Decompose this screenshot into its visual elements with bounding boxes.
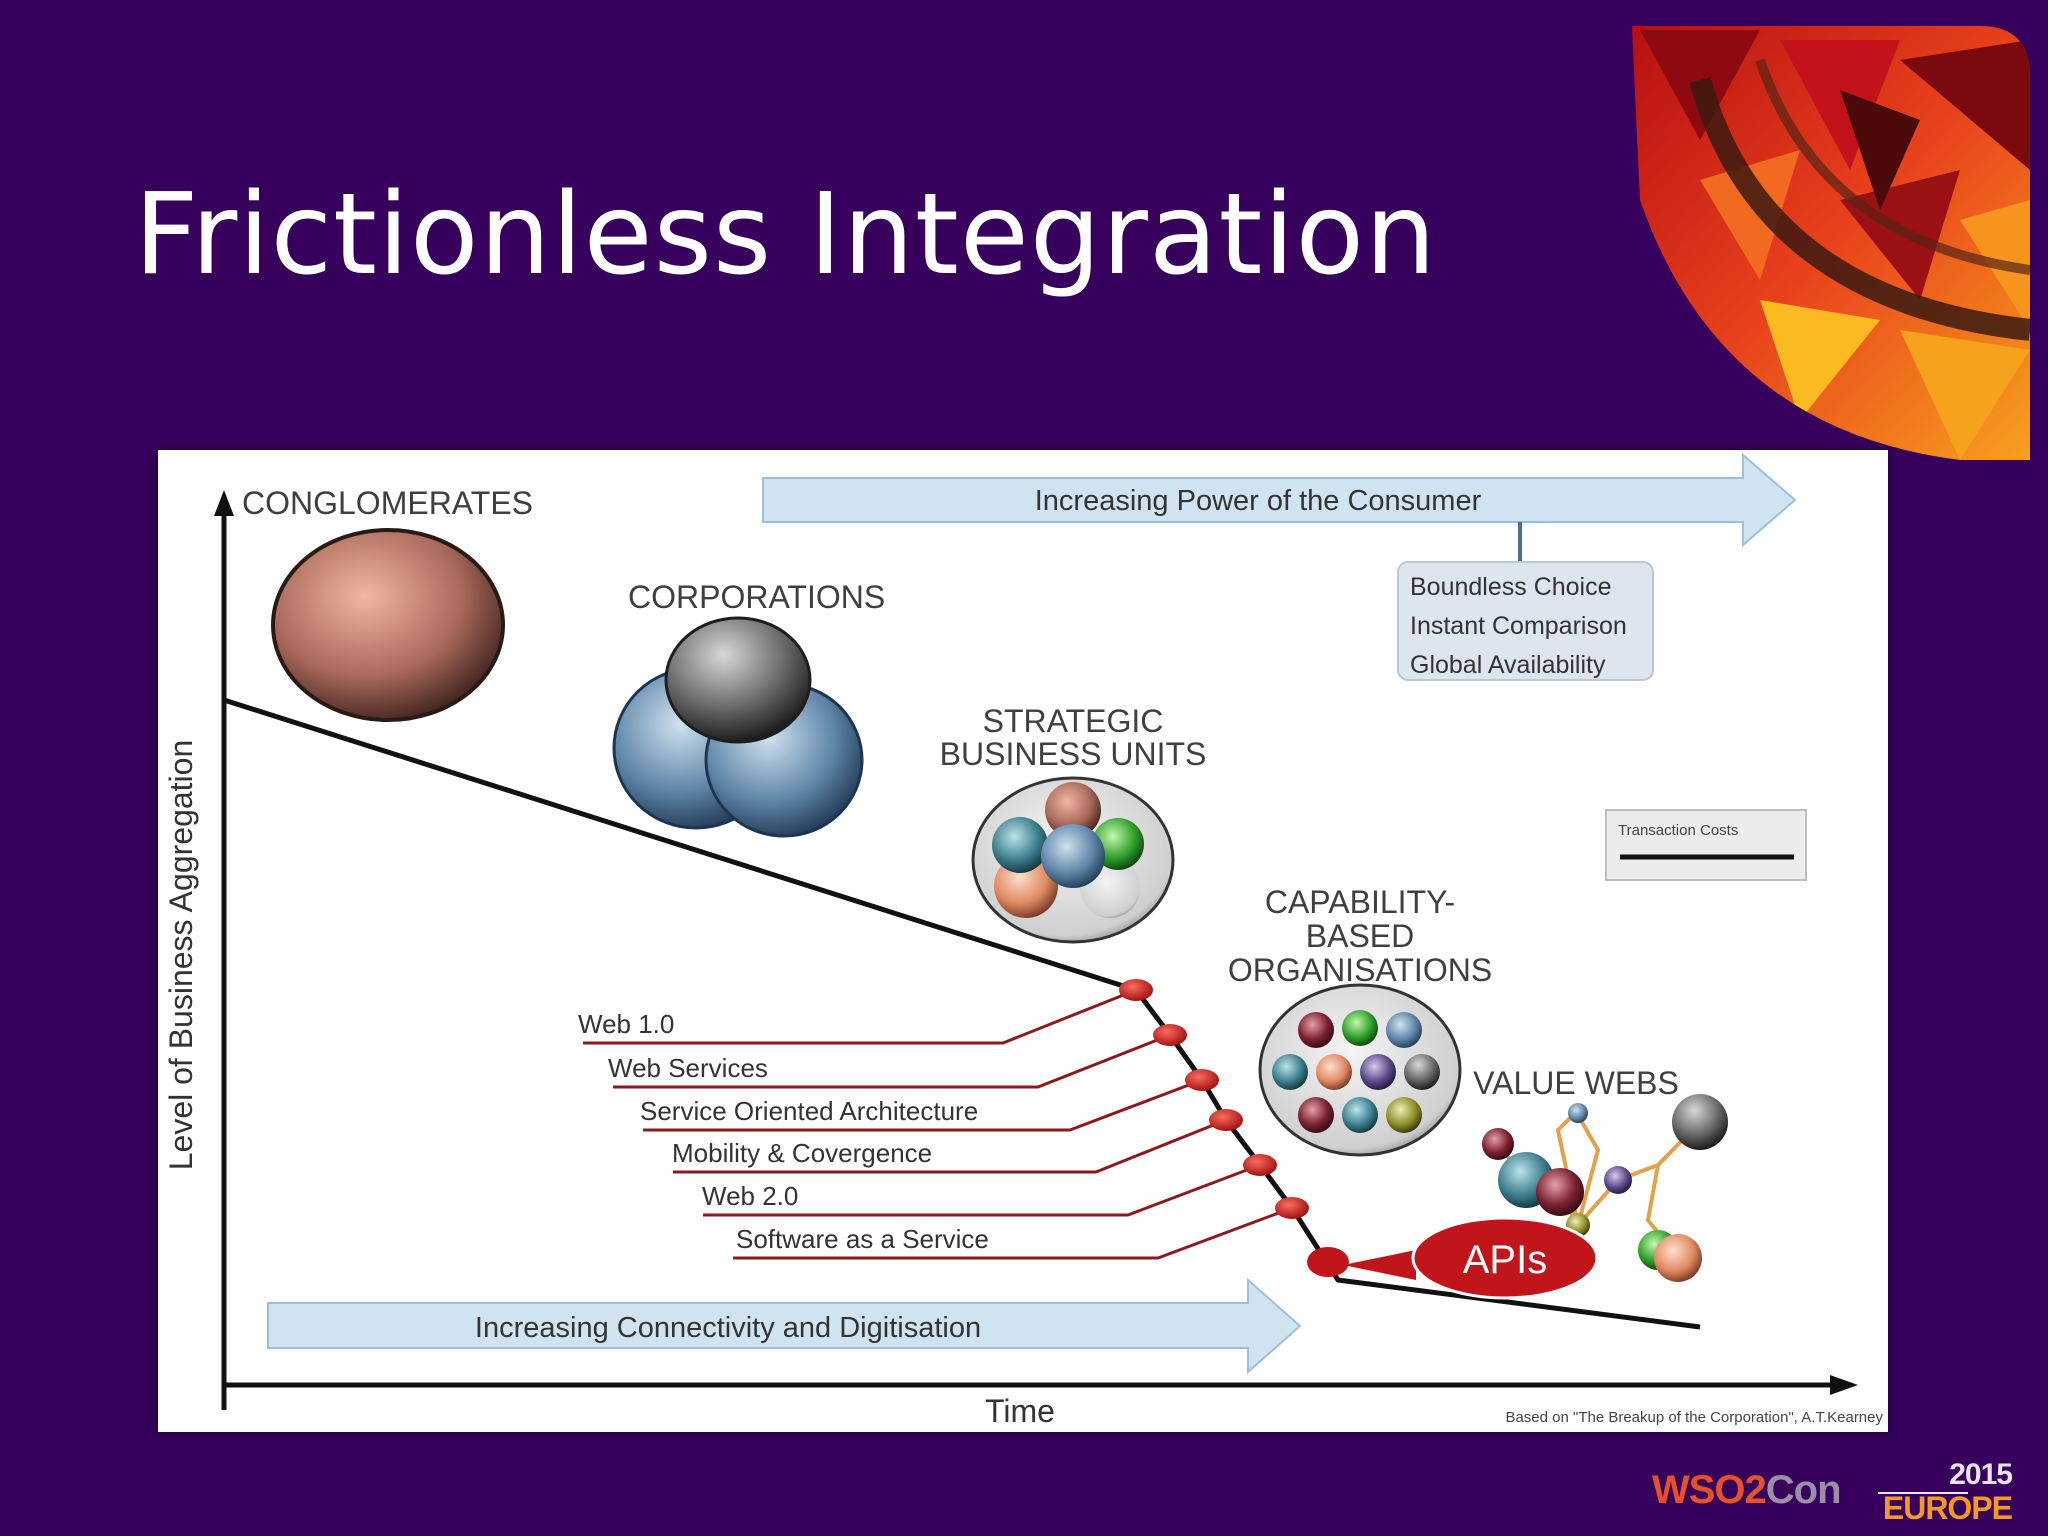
business-units-bowl [971,776,1175,944]
stage-label-conglomerates: CONGLOMERATES [242,485,533,521]
stage-label-based: BASED [1306,918,1414,954]
axes [214,490,1858,1410]
stage-label-corporations: CORPORATIONS [628,579,885,615]
y-axis-label: Level of Business Aggregation [163,740,199,1171]
consumer-benefits-box: Boundless Choice Instant Comparison Glob… [1397,561,1654,681]
consumer-power-arrow: Increasing Power of the Consumer [762,452,1797,562]
event-logo: WSO2Con 2015 EUROPE [1628,1446,2048,1536]
stage-label-organisations: ORGANISATIONS [1228,952,1492,988]
stage-label-strategic: STRATEGIC [983,703,1164,739]
capability-organisations-bowl [1258,983,1462,1157]
apis-callout: APIs [1343,1216,1599,1300]
technology-leader-lines [583,988,1293,1260]
technology-label: Service Oriented Architecture [640,1096,978,1126]
corporations-spheres [612,616,864,838]
stage-label-capability: CAPABILITY- [1265,884,1455,920]
logo-year: 2015 [1949,1458,2013,1491]
source-note: Based on "The Breakup of the Corporation… [1505,1409,1883,1426]
stage-label-value-webs: VALUE WEBS [1473,1065,1679,1101]
connectivity-arrow-label: Increasing Connectivity and Digitisation [475,1312,981,1344]
connectivity-arrow: Increasing Connectivity and Digitisation [267,1277,1302,1375]
consumer-benefit: Instant Comparison [1410,612,1627,640]
technology-label: Web 1.0 [578,1009,674,1039]
consumer-power-arrow-label: Increasing Power of the Consumer [1035,485,1482,517]
technology-label: Web 2.0 [702,1181,798,1211]
consumer-benefit: Global Availability [1410,651,1606,679]
technology-label: Software as a Service [736,1224,989,1254]
legend-label: Transaction Costs [1618,822,1738,839]
logo-region: EUROPE [1882,1490,2013,1526]
conglomerates-sphere [271,528,505,722]
technology-label: Mobility & Covergence [672,1138,932,1168]
value-webs-network [1460,1094,1728,1282]
consumer-benefit: Boundless Choice [1410,573,1612,601]
diagram-panel: Increasing Power of the Consumer Boundle… [158,450,1888,1432]
milestone-dots [1119,979,1349,1277]
x-axis-label: Time [985,1393,1055,1429]
legend: Transaction Costs [1605,809,1807,881]
logo-divider [1878,1492,1968,1494]
stage-label-business-units: BUSINESS UNITS [940,736,1207,772]
technology-label: Web Services [608,1053,768,1083]
apis-callout-label: APIs [1463,1238,1547,1282]
logo-wordmark: WSO2Con [1652,1468,1842,1512]
slide-title: Frictionless Integration [134,170,1438,300]
